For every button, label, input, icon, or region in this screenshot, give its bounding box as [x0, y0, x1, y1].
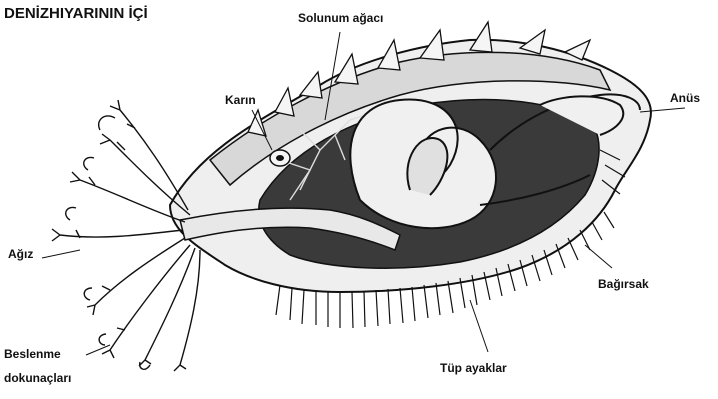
label-stomach: Karın — [225, 93, 256, 107]
diagram-title: DENİZHIYARININ İÇİ — [4, 5, 148, 22]
stomach — [270, 150, 290, 166]
label-anus: Anüs — [670, 91, 700, 105]
label-intestine: Bağırsak — [598, 277, 649, 291]
label-tube-feet: Tüp ayaklar — [440, 361, 507, 375]
label-respiratory-tree: Solunum ağacı — [298, 11, 383, 25]
label-feeding-tentacles-line1: Beslenme — [4, 347, 61, 361]
label-mouth: Ağız — [8, 247, 33, 261]
feeding-tentacles — [52, 100, 200, 371]
label-feeding-tentacles-line2: dokunaçları — [4, 371, 71, 385]
